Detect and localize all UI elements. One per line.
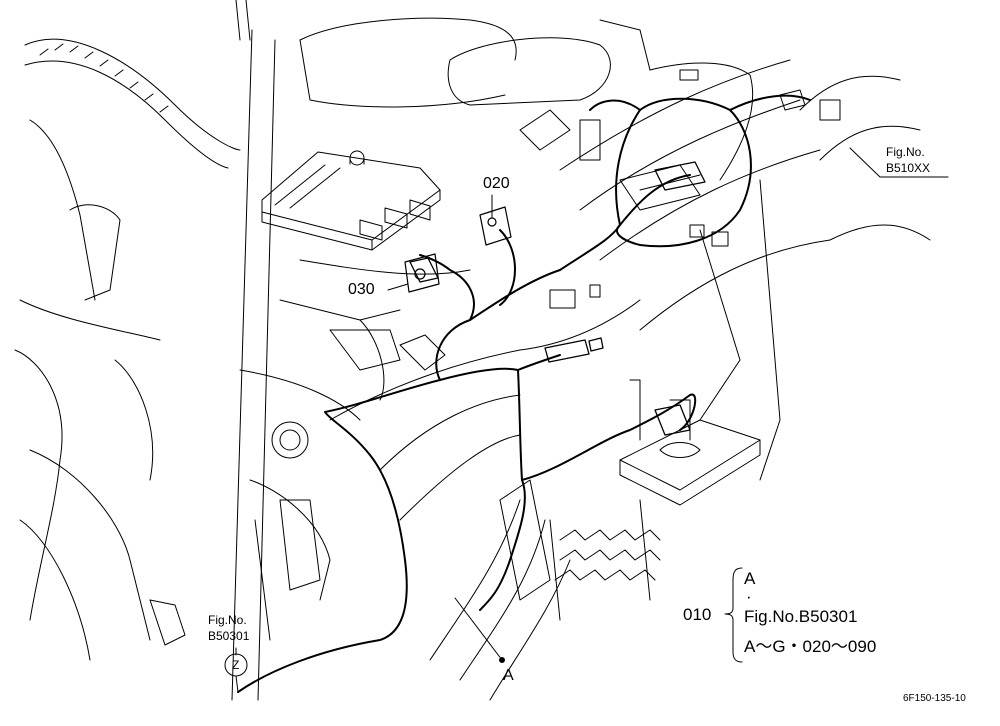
legend-range: A～G・020～090 [744,637,877,656]
relay-block [654,161,706,191]
circle-z-ring [224,653,248,677]
leader-lines [224,147,949,693]
legend-line-a: A [744,569,756,588]
sensor-connector [544,337,604,363]
leader-030 [387,283,409,291]
drawing-code: 6F150-135-10 [903,693,966,704]
harness-lower-right-branch [521,394,691,481]
legend-dot: · [746,587,752,606]
harness-connectors [409,161,706,436]
callout-030: 030 [348,281,375,298]
point-a-dot [499,657,505,663]
leader-fig-top [849,147,949,178]
tractor-structure [14,0,931,701]
callout-a: A [503,667,514,684]
circle-z-label: Z [232,658,240,672]
harness-020-branch [499,229,516,306]
part-030-bracket [404,253,440,293]
harness-right-loop [615,97,752,248]
legend-part-010: 010 [683,605,712,624]
lower-switch [654,404,691,436]
ecu-clamp [409,257,439,283]
fig-ref-left-label: Fig.No. [208,613,247,627]
legend-fig-no: Fig.No.B50301 [744,607,858,626]
harness-main-run [237,367,526,693]
harness-upper-branch [435,174,691,381]
callout-020: 020 [483,175,510,192]
harness-top-branch [589,99,641,111]
leader-a [454,597,503,661]
harness-ecu-branch [419,254,475,321]
fig-ref-top-label: Fig.No. [886,145,925,159]
legend-bracket [724,567,743,663]
harness-fig-b510xx-branch [729,94,811,111]
harness-sensor-branch [517,354,561,371]
wire-harness [237,94,811,693]
harness-lower-right-loop [679,393,697,431]
fig-ref-top-number: B510XX [886,161,931,175]
fig-ref-left-number: B50301 [208,629,250,643]
